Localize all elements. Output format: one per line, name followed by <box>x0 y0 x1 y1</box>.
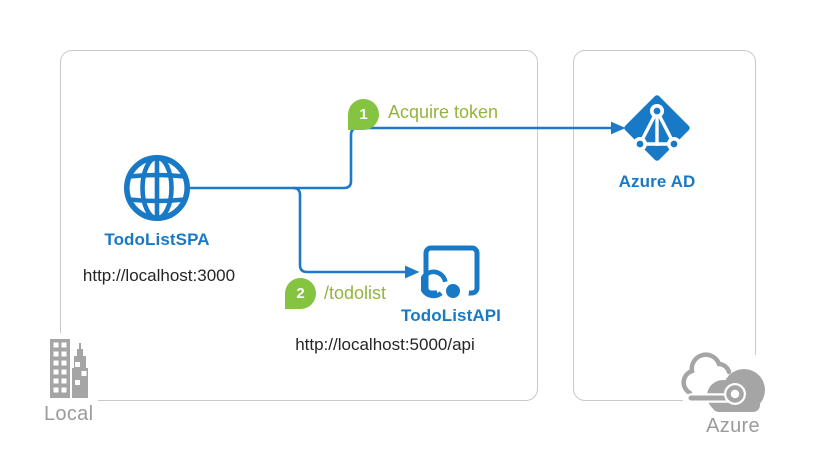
cloud-icon <box>681 352 771 421</box>
step-1-number: 1 <box>359 106 368 123</box>
todolistspa-title: TodoListSPA <box>104 230 210 249</box>
todolistapi-url: http://localhost:5000/api <box>295 335 475 354</box>
azure-zone-label: Azure <box>706 415 760 437</box>
azure-ad-icon <box>624 95 690 161</box>
step-2-number: 2 <box>296 285 305 302</box>
step-1-badge: 1 <box>348 99 379 130</box>
arrowhead-to-azure-ad-icon <box>611 121 626 135</box>
todolistspa-url: http://localhost:3000 <box>82 266 236 285</box>
buildings-icon <box>44 333 98 403</box>
todolistapi-title: TodoListAPI <box>401 306 501 325</box>
step-1-label: Acquire token <box>388 102 499 122</box>
arrowhead-to-api-icon <box>405 265 420 279</box>
connector-acquire-token <box>190 126 612 190</box>
connector-todolist <box>292 186 406 274</box>
step-2-label: /todolist <box>324 283 387 303</box>
globe-icon <box>123 154 191 222</box>
azure-ad-title: Azure AD <box>618 172 696 191</box>
local-zone-label: Local <box>44 403 94 425</box>
api-app-icon <box>421 245 480 306</box>
step-2-badge: 2 <box>285 278 316 309</box>
